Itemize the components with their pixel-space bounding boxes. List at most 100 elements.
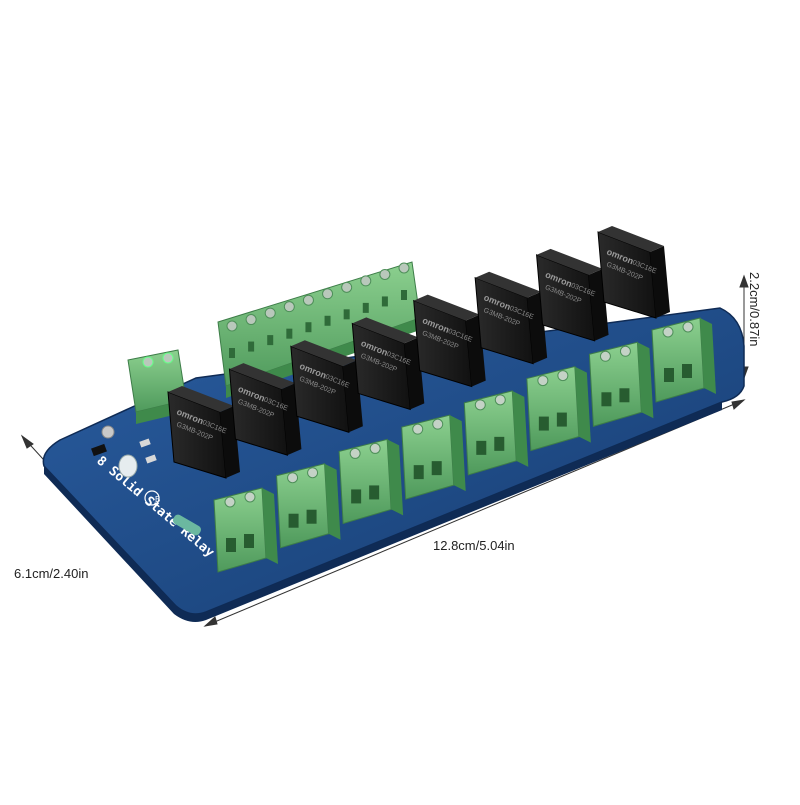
wire-slot <box>664 368 674 382</box>
wire-slot <box>229 348 235 358</box>
wire-slot <box>226 538 236 552</box>
wire-slot <box>601 392 612 407</box>
wire-slot <box>476 440 487 455</box>
wire-slot <box>343 309 350 320</box>
terminal-body <box>526 365 580 452</box>
relay-top <box>475 271 542 298</box>
wire-slot <box>286 328 293 339</box>
arrow-head <box>731 399 746 410</box>
smd-resistor <box>139 438 151 448</box>
screw <box>283 301 295 313</box>
terminal-side <box>449 415 466 492</box>
fuse <box>172 514 202 536</box>
wire-slot <box>362 302 369 313</box>
terminal-side <box>324 463 341 540</box>
wire-slot <box>538 416 549 431</box>
arrow-head <box>203 616 218 627</box>
length-dimension-label: 12.8cm/5.04in <box>433 538 515 553</box>
wire-slot <box>306 509 317 524</box>
wire-slot <box>288 513 299 528</box>
relay-top <box>536 248 603 275</box>
relay-row: omron03C16EG3MB-202Pomron03C16EG3MB-202P… <box>167 226 670 479</box>
wire-slot <box>369 485 380 500</box>
relay-top <box>598 226 664 252</box>
output-terminal <box>213 487 278 573</box>
wire-slot <box>351 489 362 504</box>
screw <box>599 350 611 362</box>
output-terminal <box>276 463 341 549</box>
relay-top <box>413 294 480 321</box>
wire-slot <box>244 534 254 548</box>
screw <box>537 375 549 387</box>
screw <box>682 321 694 333</box>
terminal-side <box>262 488 278 564</box>
screw <box>244 491 256 503</box>
header-screws <box>226 262 410 358</box>
relay-top <box>229 363 296 390</box>
terminal-side <box>574 366 591 443</box>
wire-slot <box>381 296 388 307</box>
power-terminal <box>127 349 187 424</box>
screw <box>494 394 506 406</box>
screw <box>142 356 154 368</box>
output-terminal <box>338 438 404 525</box>
arrow-head <box>739 274 749 288</box>
width-dimension-label: 6.1cm/2.40in <box>14 566 89 581</box>
length-dimension-line <box>204 399 745 627</box>
screw <box>224 496 236 508</box>
terminal-body <box>276 463 330 549</box>
wire-slot <box>494 436 505 451</box>
screw <box>360 275 372 287</box>
screw <box>398 262 410 274</box>
screw <box>162 352 174 364</box>
relay-top <box>290 340 357 367</box>
smd-resistor <box>145 454 157 464</box>
terminal-side <box>512 390 529 467</box>
screw <box>662 326 674 338</box>
output-terminal <box>651 317 716 403</box>
terminal-body <box>213 487 267 573</box>
mounting-hole <box>101 425 115 439</box>
terminal-body <box>651 317 705 403</box>
relay-top <box>168 386 234 412</box>
screw <box>349 447 361 459</box>
screw <box>307 467 319 479</box>
screw <box>369 442 381 454</box>
output-terminal <box>463 390 529 476</box>
terminal-side <box>700 318 716 394</box>
screw <box>322 288 334 300</box>
wire-slot <box>556 412 567 427</box>
terminal-body <box>463 390 517 476</box>
wire-slot <box>305 322 312 333</box>
screw <box>287 472 299 484</box>
screw <box>341 281 353 293</box>
wire-slot <box>401 290 407 300</box>
indicator-led <box>118 454 138 478</box>
relay-side <box>650 246 670 318</box>
wire-slot <box>248 341 255 352</box>
smd-component <box>91 443 107 457</box>
output-terminal <box>526 365 591 452</box>
screw <box>226 320 238 332</box>
terminal-body <box>401 414 455 500</box>
screw <box>412 423 424 435</box>
wire-slot <box>431 461 442 476</box>
wire-slot <box>682 364 692 378</box>
screw <box>619 345 631 357</box>
screw <box>264 307 276 319</box>
screw <box>474 399 486 411</box>
terminal-side <box>387 439 404 516</box>
screw <box>432 418 444 430</box>
arrow-head <box>20 434 34 449</box>
silkscreen-mark: B <box>155 495 160 504</box>
wire-slot <box>619 388 630 403</box>
screw <box>245 314 257 326</box>
output-terminal-row <box>213 317 716 573</box>
